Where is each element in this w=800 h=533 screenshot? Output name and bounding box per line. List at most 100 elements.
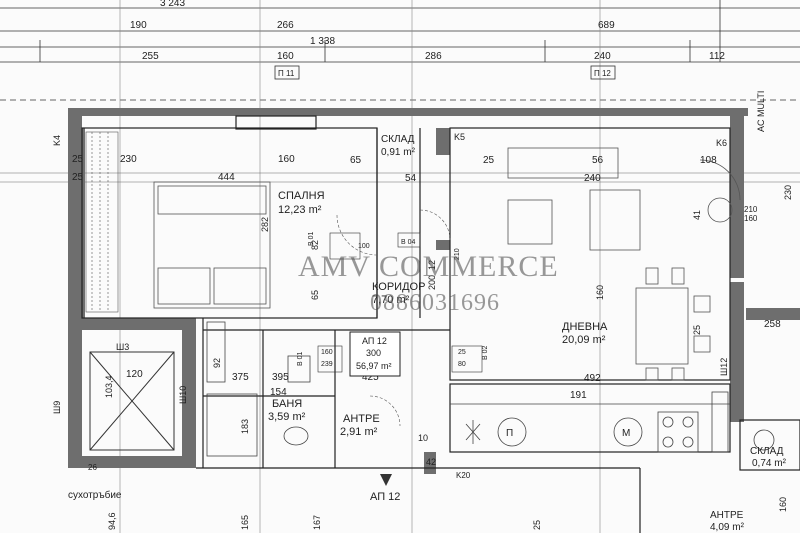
room-area: 12,23 m² (278, 204, 322, 216)
door-label: B 02 (482, 345, 489, 360)
dim: 200 (427, 275, 437, 290)
wall-label: 210 (454, 248, 461, 260)
dim: 25 (72, 172, 84, 183)
walls (68, 108, 800, 474)
dim: 160 (744, 214, 758, 223)
dim: 10 (418, 433, 428, 443)
dim: 425 (362, 372, 379, 383)
bed (153, 181, 271, 309)
wall-label: K6 (716, 138, 727, 148)
dim: 160 (277, 51, 294, 62)
wall-label: Ш9 (52, 401, 62, 414)
room-name: АНТРЕ (343, 413, 380, 425)
dim: 42 (426, 457, 436, 467)
apartment-tag: АП 12 300 56,97 m² (349, 331, 401, 377)
room-area: 3,59 m² (268, 411, 306, 423)
dim: 120 (126, 369, 143, 380)
dim: 160 (595, 285, 605, 300)
room-area: 2,91 m² (340, 426, 378, 438)
door-label: 239 (321, 361, 333, 368)
dim: 210 (744, 205, 758, 214)
door-label: B 01 (297, 351, 304, 366)
vertical-dimension-labels: K4 Ш9 Ш10 Ш12 282 82 65 160 25 41 200 12… (52, 91, 793, 530)
dim: 255 (142, 51, 159, 62)
dim: 230 (783, 185, 793, 200)
bathroom-fixtures (206, 321, 775, 457)
dim: 3 243 (160, 0, 185, 9)
door-label: B 01 (308, 231, 315, 246)
dim: 375 (232, 372, 249, 383)
dim: 286 (425, 51, 442, 62)
chute-label: сухотръбие (68, 489, 122, 501)
apt-area: 56,97 m² (356, 361, 392, 371)
door-label: 25 (458, 349, 466, 356)
wall-label: Ш12 (719, 358, 729, 376)
room-area: 0,91 m² (381, 147, 416, 158)
dim: 191 (570, 390, 587, 401)
room-area: 0,74 m² (752, 458, 787, 469)
dim: 41 (692, 210, 702, 220)
apt-number: 300 (366, 348, 381, 358)
apt-name: АП 12 (362, 336, 387, 346)
dim: 56 (592, 155, 604, 166)
dim: 112 (709, 51, 725, 62)
dim: 240 (594, 51, 611, 62)
dim: 167 (312, 515, 322, 530)
room-area: 7,70 m² (372, 294, 410, 306)
dim: 12 (427, 260, 437, 270)
room-name: БАНЯ (272, 398, 302, 410)
dim: 92 (212, 358, 222, 368)
room-name: СКЛАД (381, 134, 415, 145)
dim: 395 (272, 372, 289, 383)
watermark-phone: 0886031696 (370, 290, 500, 316)
dim: 160 (278, 154, 295, 165)
grid-label: П 11 (278, 69, 295, 78)
wall-label: K4 (52, 135, 62, 146)
door-label: 160 (321, 349, 333, 356)
dim: 108 (700, 155, 717, 166)
dim: 65 (350, 155, 362, 166)
elevator (89, 351, 175, 451)
dimension-labels: 3 243 190 266 689 1 338 255 160 286 240 … (72, 0, 781, 480)
dim: 444 (218, 172, 235, 183)
dim: 689 (598, 20, 615, 31)
dim: 1 338 (310, 36, 335, 47)
room-name: СПАЛНЯ (278, 190, 325, 202)
room-name: КОРИДОР (372, 281, 425, 293)
dim: 165 (240, 515, 250, 530)
wall-label: Ш3 (116, 342, 129, 352)
dim: 266 (277, 20, 294, 31)
grid-label: П 12 (594, 69, 611, 78)
wall-label: Ш10 (178, 386, 188, 404)
room-name: ДНЕВНА (562, 321, 608, 333)
living-furniture (507, 147, 741, 381)
dim: 25 (532, 520, 542, 530)
dim: 82 (310, 240, 320, 250)
wardrobe (85, 131, 119, 313)
dim: 282 (260, 217, 270, 232)
dim: 154 (270, 387, 287, 398)
wall-label: K5 (454, 132, 465, 142)
dim: 65 (310, 290, 320, 300)
door-label: 80 (458, 361, 466, 368)
dim: 230 (120, 154, 137, 165)
room-area: 4,09 m² (710, 522, 745, 533)
dim: 492 (584, 373, 601, 384)
ac-label: AC MULTI (756, 91, 766, 132)
dim: 183 (240, 419, 250, 434)
room-area: 20,09 m² (562, 334, 606, 346)
dim: 190 (130, 20, 147, 31)
kitchen (450, 391, 730, 453)
dim: 25 (483, 155, 495, 166)
washer-label: М (622, 428, 630, 439)
watermark-company: AMV COMMERCE (298, 250, 559, 283)
dim: 240 (584, 173, 601, 184)
dim: 160 (778, 497, 788, 512)
door-label: B 04 (401, 239, 416, 246)
dim: 103,4 (104, 375, 114, 398)
stove-label: П (506, 428, 513, 439)
dim: 94,6 (107, 512, 117, 530)
room-name: АНТРЕ (710, 510, 744, 521)
